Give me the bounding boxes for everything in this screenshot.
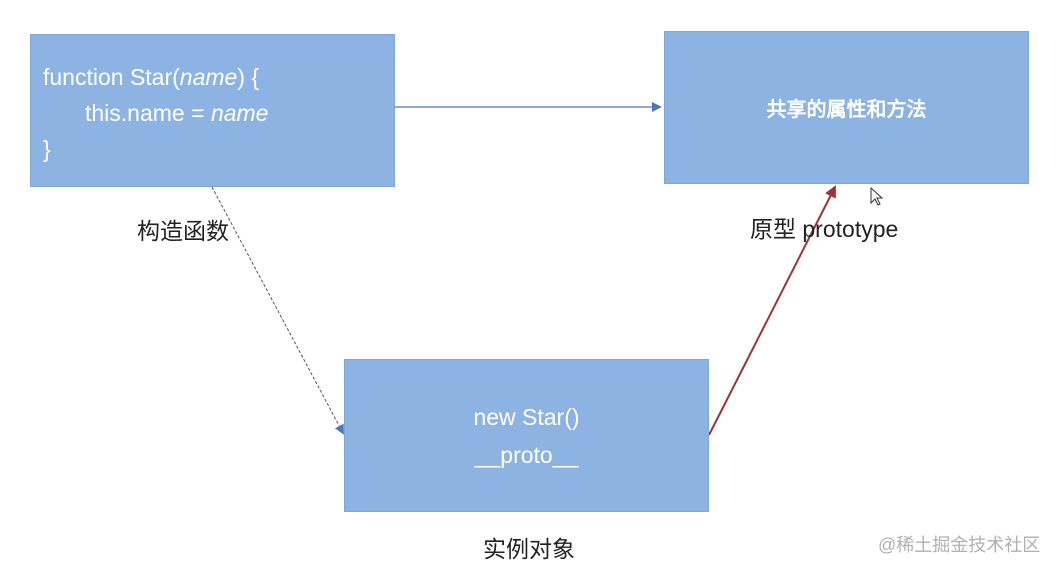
cursor-icon: [870, 186, 884, 206]
prototype-box-text: 共享的属性和方法: [766, 99, 927, 121]
constructor-label: 构造函数: [137, 218, 229, 244]
instance-label: 实例对象: [483, 536, 575, 562]
code-param: name: [179, 64, 238, 90]
instance-line-2: __proto__: [474, 441, 579, 468]
prototype-label: 原型 prototype: [750, 216, 899, 242]
code-text: this.name =: [85, 100, 211, 126]
instance-line-1: new Star(): [473, 403, 580, 430]
code-text: ) {: [237, 64, 260, 90]
code-line-2: this.name = name: [43, 95, 382, 131]
arrow-constructor-to-instance: [211, 186, 344, 435]
code-line-3: }: [43, 136, 51, 162]
instance-box: new Star() __proto__: [345, 360, 708, 511]
constructor-box: function Star(name) { this.name = name }: [31, 35, 394, 186]
prototype-box: 共享的属性和方法: [665, 32, 1028, 183]
code-param: name: [210, 100, 269, 126]
code-line-1: function Star(name) {: [43, 59, 382, 95]
watermark: @稀土掘金技术社区: [878, 535, 1041, 555]
code-text: function Star(: [43, 64, 180, 90]
arrow-instance-proto-to-prototype: [708, 185, 836, 436]
